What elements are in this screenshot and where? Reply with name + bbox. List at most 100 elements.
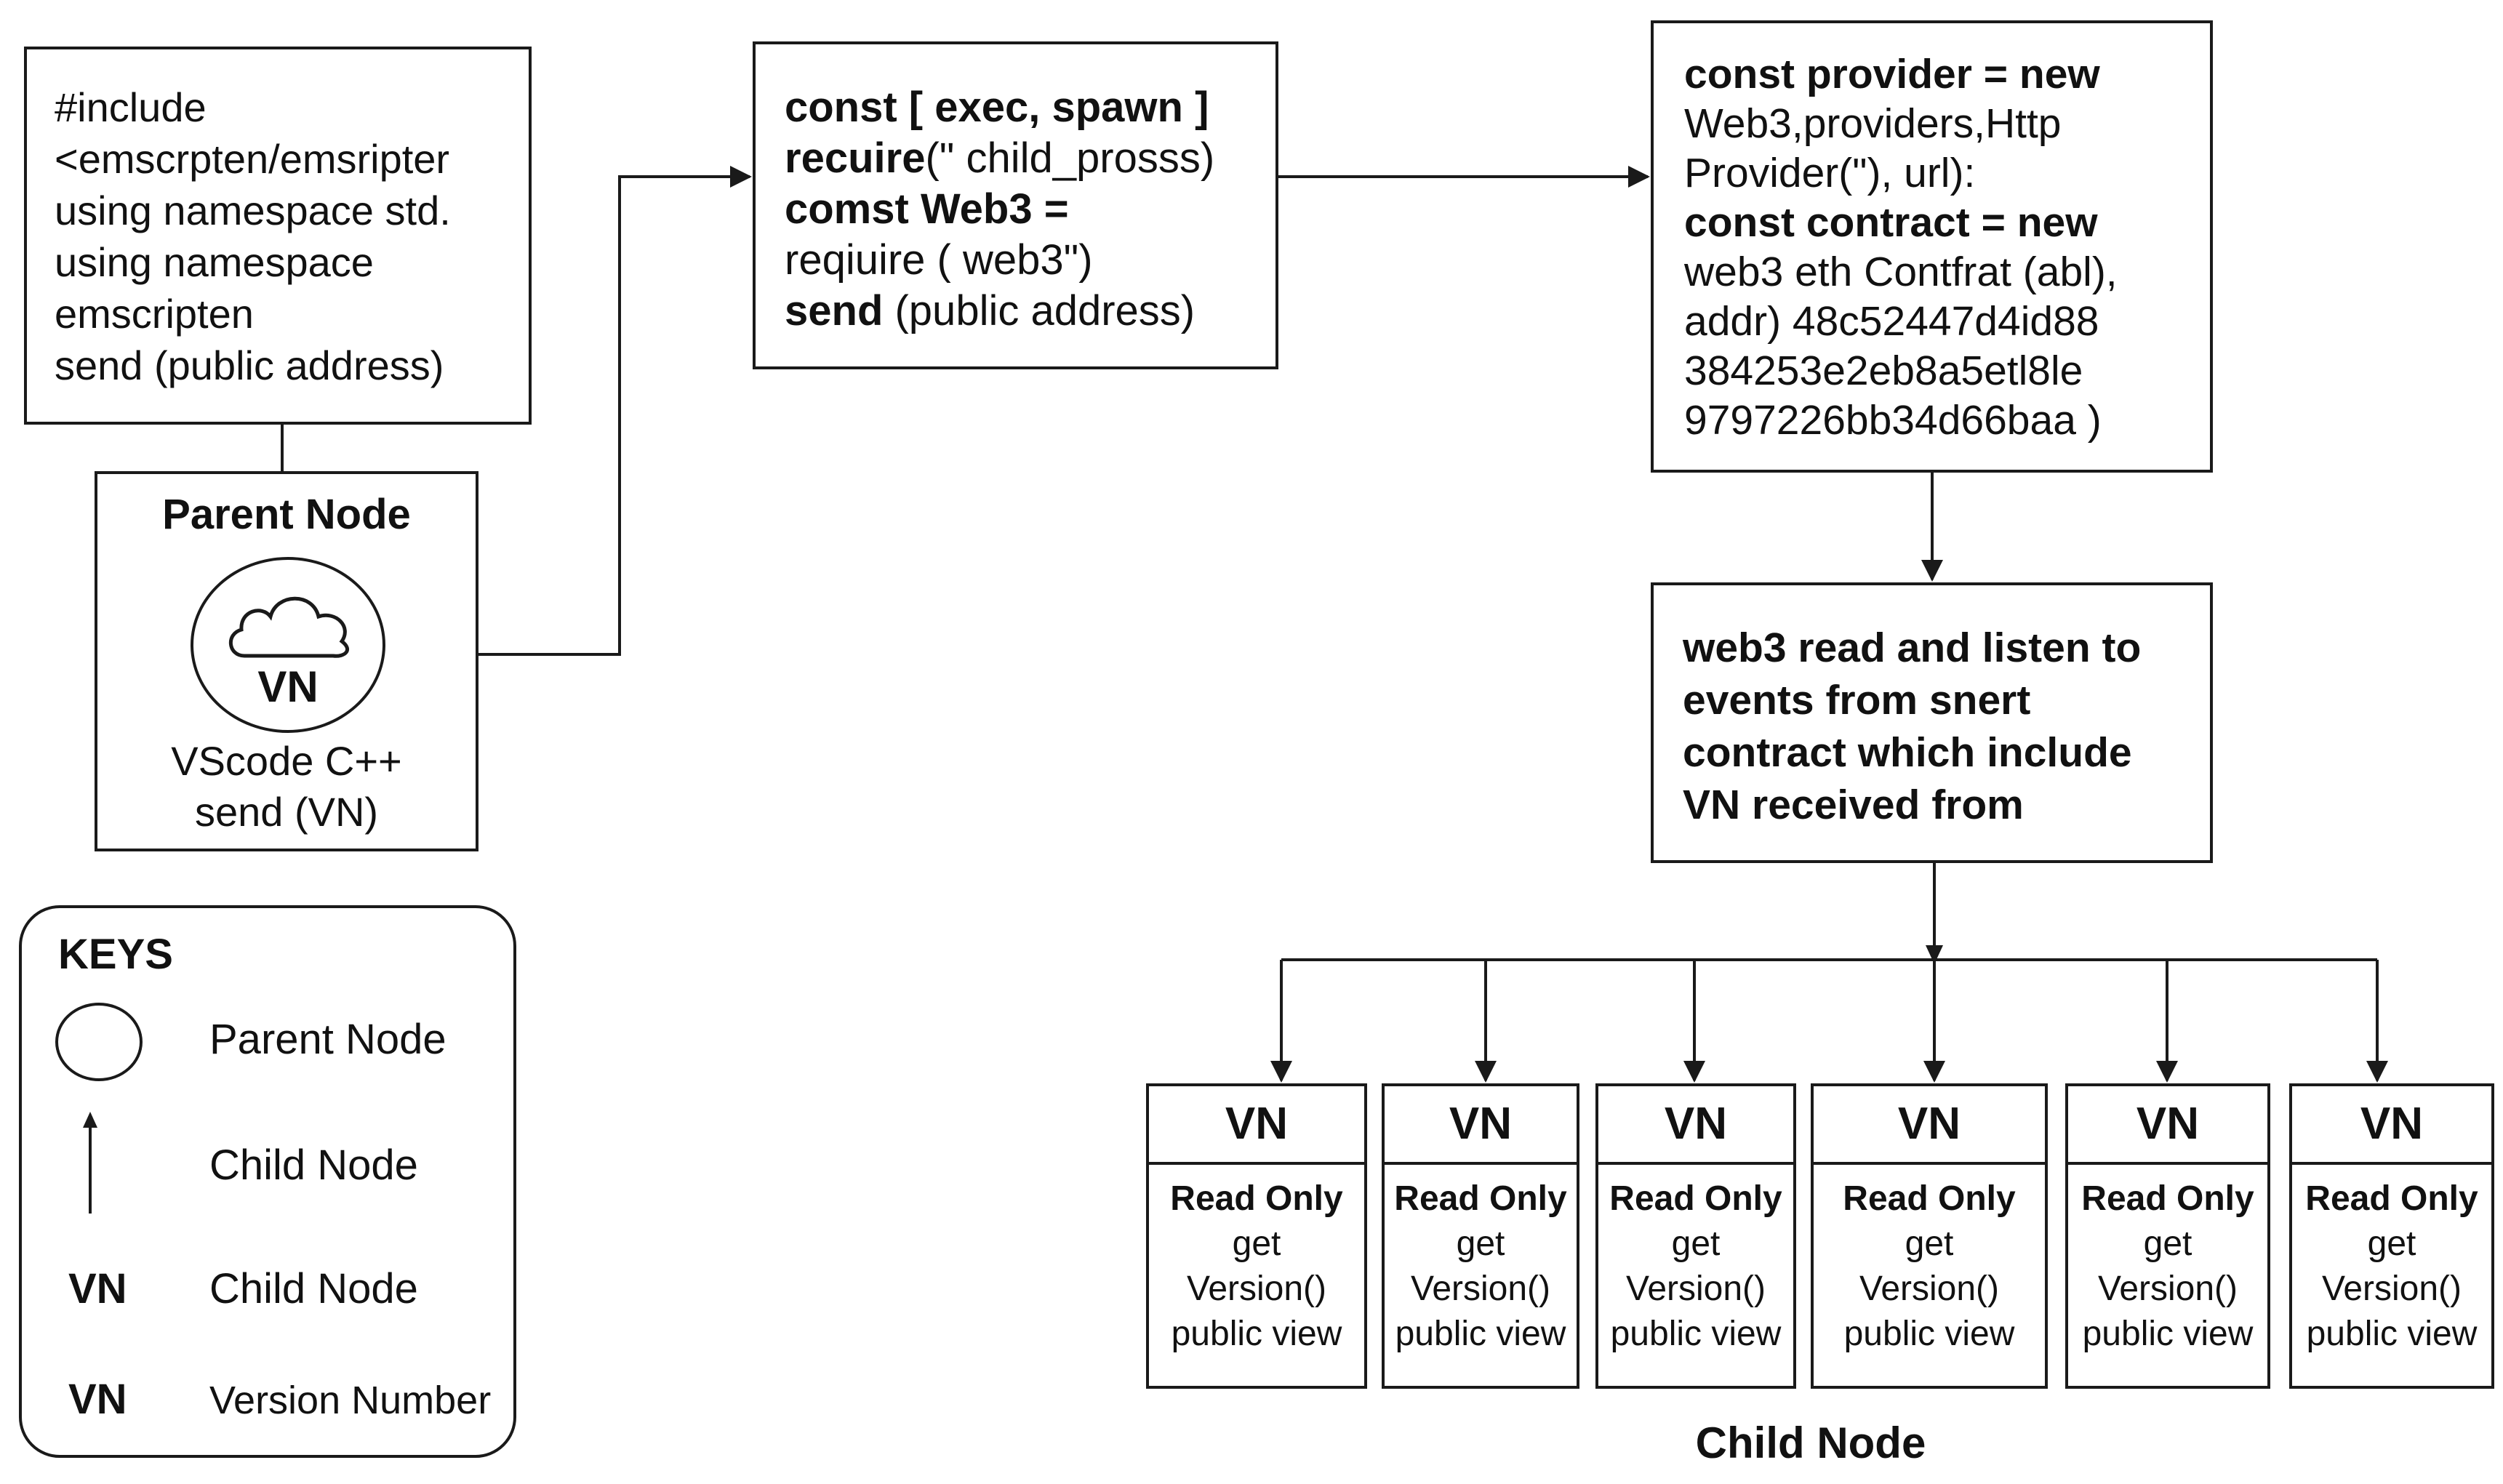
child-vn-box: VN Read Only get Version() public view xyxy=(1382,1083,1579,1389)
exec-line: send (public address) xyxy=(785,286,1275,337)
child-line: get xyxy=(1232,1224,1281,1263)
child-vn-head: VN xyxy=(1814,1086,2045,1165)
child-line: public view xyxy=(2082,1315,2254,1353)
exec-line: reqiuire ( web3") xyxy=(785,235,1275,286)
parent-node-title: Parent Node xyxy=(162,491,411,538)
child-vn-head: VN xyxy=(2292,1086,2491,1165)
cpp-code-box: #include <emscrpten/emsripter using name… xyxy=(24,47,532,425)
exec-line-bold: send xyxy=(785,287,884,334)
child-line: public view xyxy=(1843,1315,2015,1353)
provider-line: Web3,providers,Http xyxy=(1684,100,2062,147)
provider-line: 384253e2eb8a5etl8le xyxy=(1684,348,2083,394)
provider-line: web3 eth Contfrat (abl), xyxy=(1684,249,2118,295)
child-vn-box: VN Read Only get Version() public view xyxy=(1811,1083,2048,1389)
parent-caption-line: VScode C++ xyxy=(171,738,402,784)
key-label-version-number: Version Number xyxy=(209,1379,492,1422)
exec-line: recuire(" child_prosss) xyxy=(785,133,1275,184)
child-vn-body: Read Only get Version() public view xyxy=(1814,1165,2045,1357)
exec-line-bold: const [ exec, spawn ] xyxy=(785,84,1209,131)
child-line: public view xyxy=(2306,1315,2478,1353)
child-line: Read Only xyxy=(1609,1179,1782,1218)
web3-read-box: web3 read and listen to events from sner… xyxy=(1651,582,2213,863)
arrowhead-exec xyxy=(730,166,752,188)
child-vn-head: VN xyxy=(2068,1086,2267,1165)
child-vn-box: VN Read Only get Version() public view xyxy=(2065,1083,2270,1389)
provider-line: 9797226bb34d66baa ) xyxy=(1684,397,2102,444)
child-line: Version() xyxy=(1859,1270,2000,1308)
child-vn-box: VN Read Only get Version() public view xyxy=(1146,1083,1367,1389)
keys-title: KEYS xyxy=(58,931,173,978)
arrow-up-icon xyxy=(83,1112,97,1214)
child-line: public view xyxy=(1610,1315,1782,1353)
key-symbol-vn: VN xyxy=(68,1265,127,1312)
exec-line: const [ exec, spawn ] xyxy=(785,82,1275,133)
cpp-line: <emscrpten/emsripter xyxy=(55,136,450,182)
child-line: Version() xyxy=(2321,1270,2462,1308)
cloud-icon xyxy=(228,596,349,658)
child-vn-body: Read Only get Version() public view xyxy=(1598,1165,1793,1357)
child-vn-body: Read Only get Version() public view xyxy=(1149,1165,1364,1357)
child-line: Read Only xyxy=(2305,1179,2478,1218)
arrowhead-drop-5 xyxy=(2156,1061,2178,1083)
provider-line: addr) 48c52447d4id88 xyxy=(1684,298,2099,345)
web3-line: VN received from xyxy=(1683,782,2024,828)
child-node-caption: Child Node xyxy=(1695,1419,1926,1467)
exec-line-rest: (" child_prosss) xyxy=(925,135,1215,182)
exec-line-rest: (public address) xyxy=(883,287,1196,334)
child-line: public view xyxy=(1171,1315,1342,1353)
key-label-child-node: Child Node xyxy=(209,1142,418,1189)
child-vn-body: Read Only get Version() public view xyxy=(1385,1165,1577,1357)
arrowhead-drop-2 xyxy=(1475,1061,1497,1083)
child-vn-body: Read Only get Version() public view xyxy=(2292,1165,2491,1357)
cpp-line: send (public address) xyxy=(55,342,444,388)
child-line: Read Only xyxy=(2081,1179,2254,1218)
arrowhead-bus-center xyxy=(1926,945,1943,964)
child-line: get xyxy=(1905,1224,1954,1263)
exec-line-rest: reqiuire ( web3") xyxy=(785,236,1093,284)
arrowhead-drop-3 xyxy=(1683,1061,1705,1083)
circle-shape-icon xyxy=(55,1003,143,1081)
web3-line: events from snert xyxy=(1683,677,2031,723)
arrowhead-provider xyxy=(1628,166,1650,188)
child-line: public view xyxy=(1395,1315,1566,1353)
arrowhead-web3 xyxy=(1921,560,1943,582)
child-line: Version() xyxy=(1186,1270,1327,1308)
arrowhead-drop-6 xyxy=(2366,1061,2388,1083)
provider-line: const provider = new xyxy=(1684,51,2100,97)
key-symbol-vn: VN xyxy=(68,1376,127,1423)
child-line: get xyxy=(1456,1224,1505,1263)
key-label-child-node: Child Node xyxy=(209,1265,418,1312)
child-line: get xyxy=(2367,1224,2416,1263)
child-line: Read Only xyxy=(1170,1179,1343,1218)
exec-line: comst Web3 = xyxy=(785,184,1275,235)
web3-line: contract which include xyxy=(1683,729,2132,776)
parent-node-vn-label: VN xyxy=(257,662,319,711)
parent-caption-line: send (VN) xyxy=(194,789,379,835)
cpp-line: using namespace xyxy=(55,239,374,285)
exec-line-bold: comst Web3 = xyxy=(785,185,1069,233)
child-line: Version() xyxy=(1625,1270,1766,1308)
child-vn-box: VN Read Only get Version() public view xyxy=(1595,1083,1796,1389)
child-line: get xyxy=(1671,1224,1721,1263)
keys-legend: KEYS Parent Node Child Node VN Child Nod… xyxy=(19,905,516,1458)
provider-line: Provider("), url): xyxy=(1684,150,1976,196)
parent-node-box: Parent Node VN VScode C++ send (VN) xyxy=(95,471,478,851)
child-vn-head: VN xyxy=(1598,1086,1793,1165)
child-line: get xyxy=(2143,1224,2192,1263)
key-label-parent-node: Parent Node xyxy=(209,1016,446,1063)
provider-line: const contract = new xyxy=(1684,199,2098,246)
child-line: Version() xyxy=(1410,1270,1551,1308)
child-line: Read Only xyxy=(1843,1179,2016,1218)
exec-line-bold: recuire xyxy=(785,135,926,182)
child-line: Read Only xyxy=(1394,1179,1567,1218)
child-vn-box: VN Read Only get Version() public view xyxy=(2289,1083,2494,1389)
child-vn-head: VN xyxy=(1385,1086,1577,1165)
parent-node-circle: VN xyxy=(191,557,385,733)
cpp-line: #include xyxy=(55,84,207,130)
arrowhead-drop-1 xyxy=(1270,1061,1292,1083)
parent-node-caption: VScode C++ send (VN) xyxy=(97,736,476,838)
web3-provider-box: const provider = new Web3,providers,Http… xyxy=(1651,20,2213,473)
child-vn-body: Read Only get Version() public view xyxy=(2068,1165,2267,1357)
cpp-line: using namespace std. xyxy=(55,188,451,233)
